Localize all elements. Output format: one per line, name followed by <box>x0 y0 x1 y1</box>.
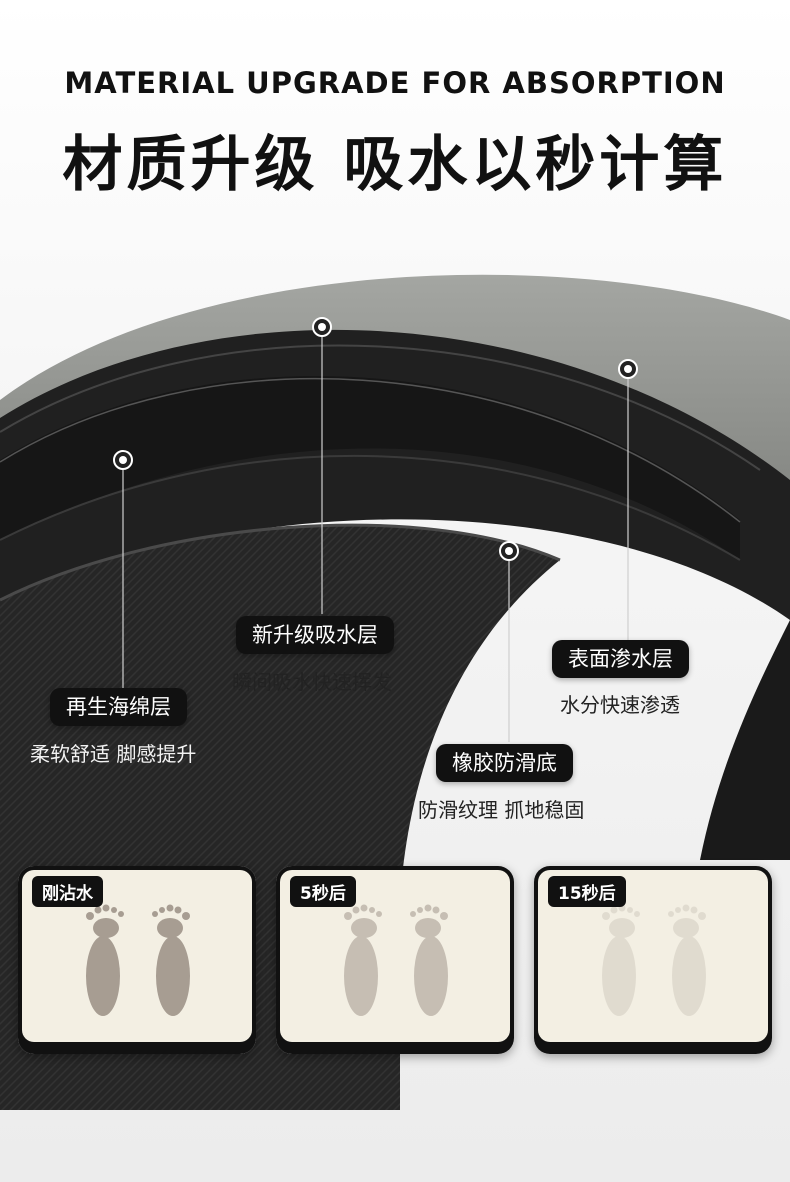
desc-rubber-base: 防滑纹理 抓地稳固 <box>418 798 585 822</box>
marker-sponge-layer <box>113 450 133 688</box>
footprints-icon <box>602 904 706 1016</box>
stage-label: 5秒后 <box>290 876 356 907</box>
label-surface-layer: 表面渗水层 <box>552 640 689 678</box>
desc-sponge-layer: 柔软舒适 脚感提升 <box>30 742 197 766</box>
stage-card-just-wet: 刚沾水 <box>18 866 256 1054</box>
footprints-icon <box>86 904 190 1016</box>
stage-card-5-seconds: 5秒后 <box>276 866 514 1054</box>
label-sponge-layer: 再生海绵层 <box>50 688 187 726</box>
marker-surface-layer <box>618 359 638 640</box>
label-absorb-layer: 新升级吸水层 <box>236 616 394 654</box>
desc-absorb-layer: 瞬间吸水快速挥发 <box>232 670 392 694</box>
chinese-headline: 材质升级 吸水以秒计算 <box>62 130 728 200</box>
english-headline: MATERIAL UPGRADE FOR ABSORPTION <box>64 66 726 100</box>
stage-card-15-seconds: 15秒后 <box>534 866 772 1054</box>
stage-label: 15秒后 <box>548 876 626 907</box>
marker-absorb-layer <box>312 317 332 614</box>
marker-rubber-base <box>499 541 519 742</box>
stage-label: 刚沾水 <box>32 876 103 907</box>
footprints-icon <box>344 904 448 1016</box>
label-rubber-base: 橡胶防滑底 <box>436 744 573 782</box>
desc-surface-layer: 水分快速渗透 <box>560 693 680 717</box>
